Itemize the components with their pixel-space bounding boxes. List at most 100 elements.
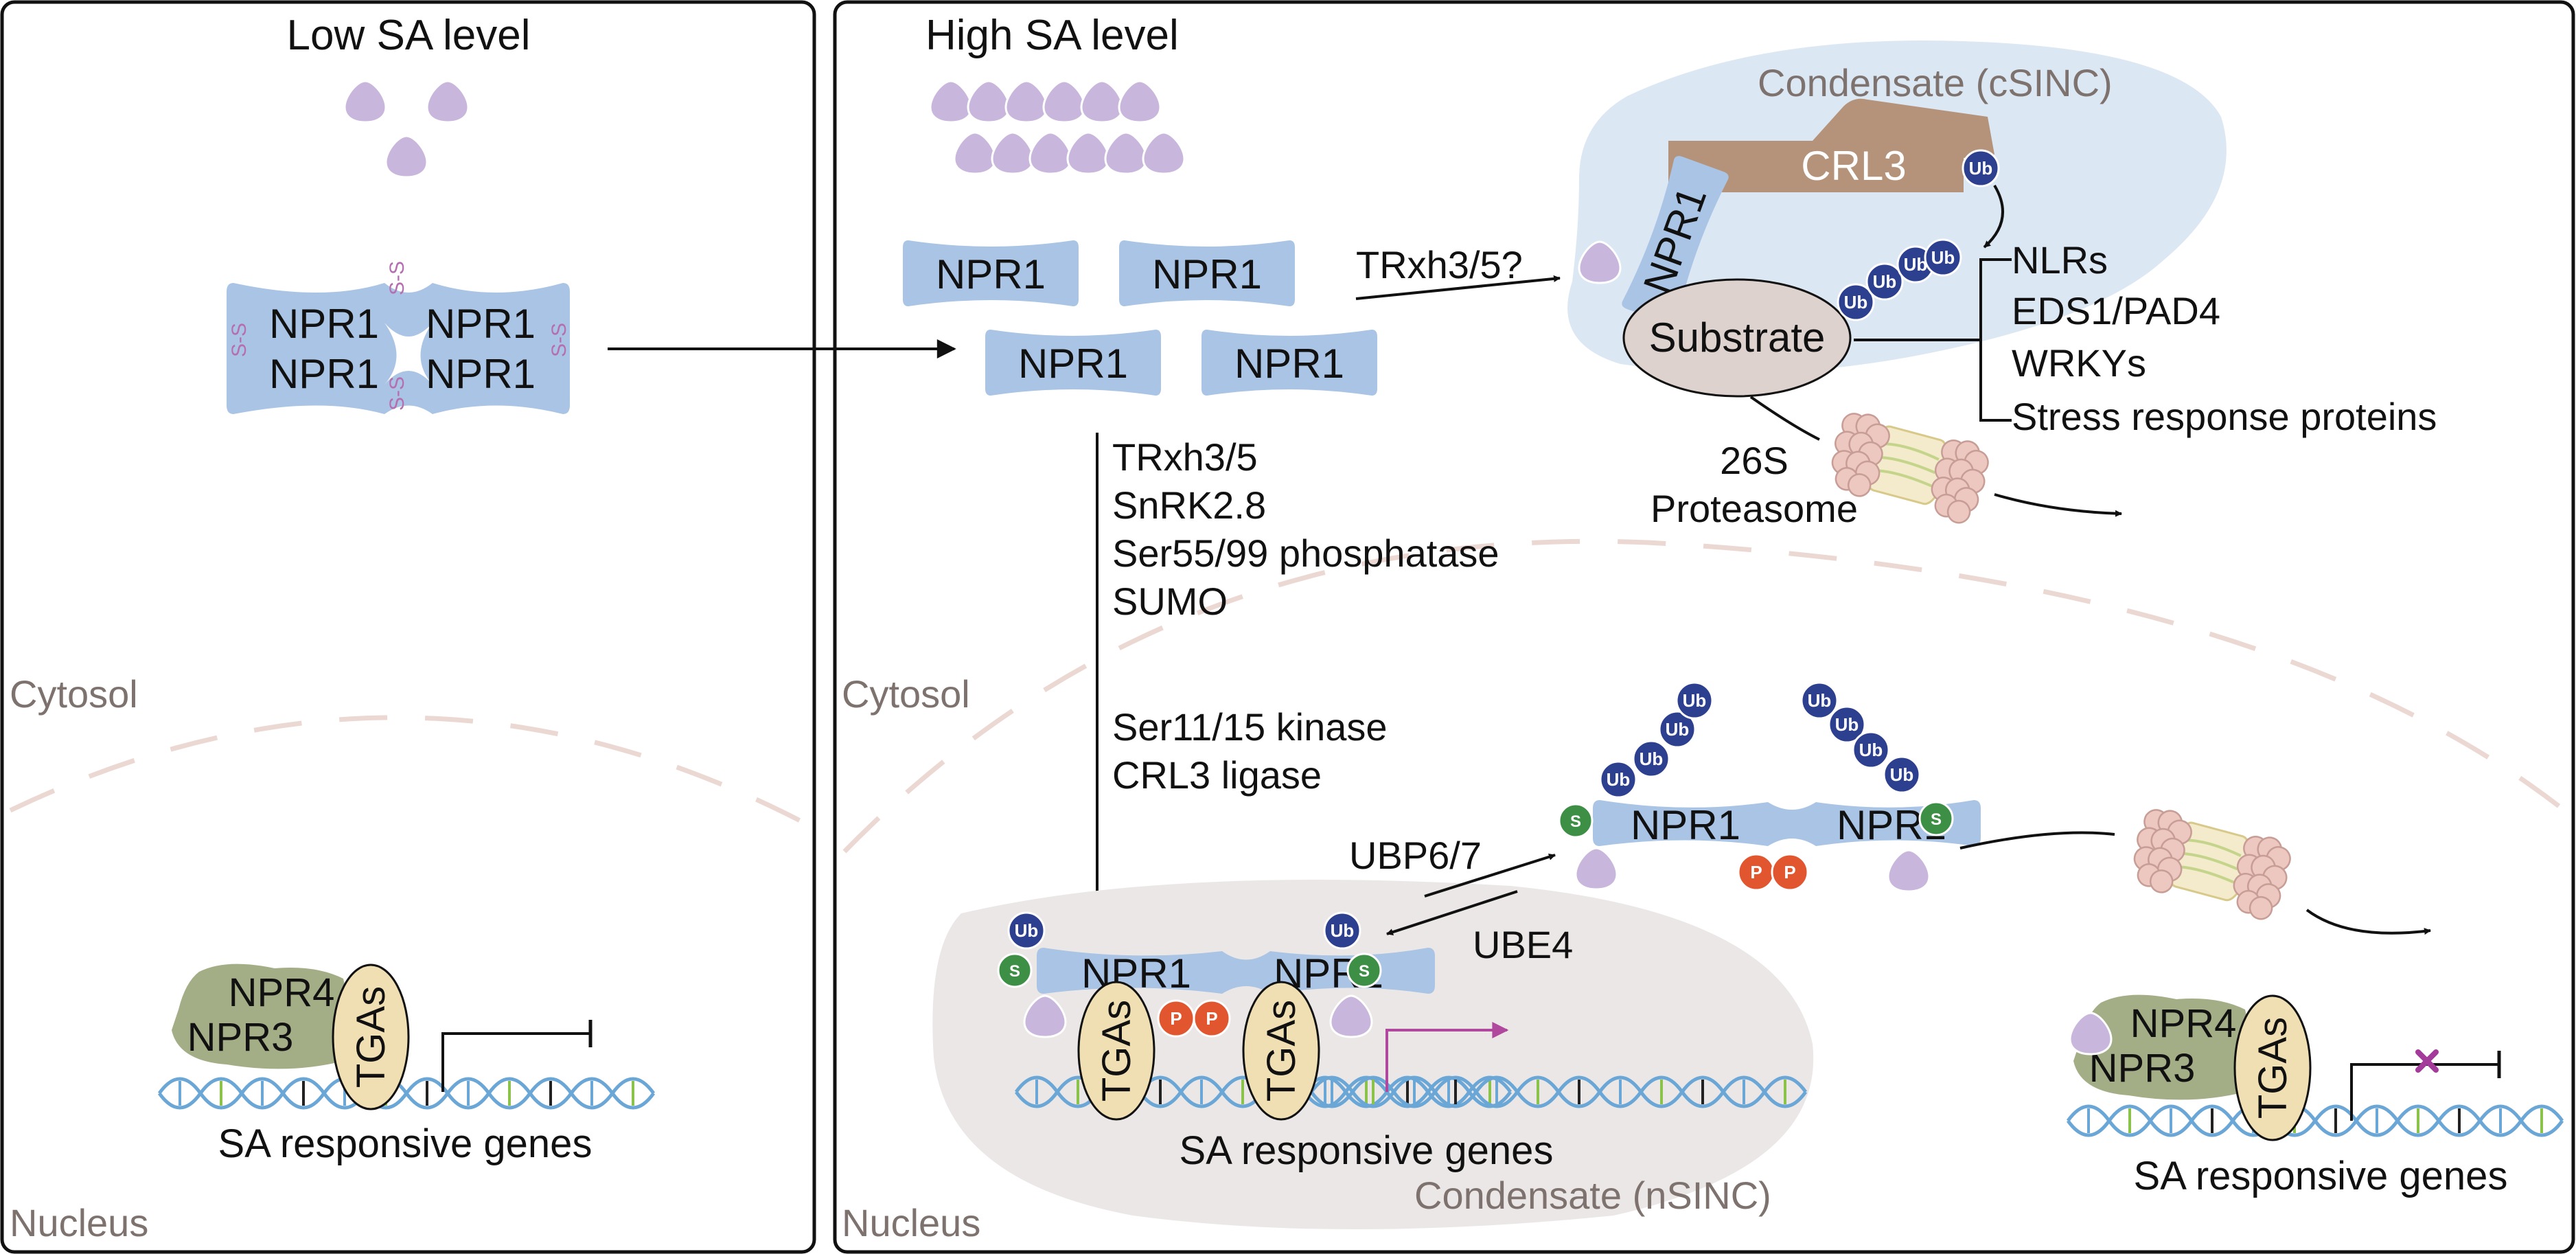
right-gene-repression: NPR4 NPR3 TGAs SA responsive genes bbox=[2068, 994, 2562, 1198]
regulator-item: SUMO bbox=[1112, 580, 1228, 623]
ub-text: Ub bbox=[1835, 714, 1859, 735]
disulfide-bond: S-S bbox=[548, 323, 571, 357]
sa-molecules-high bbox=[929, 80, 1186, 175]
ub-text: Ub bbox=[1808, 690, 1832, 711]
phospho-text: P bbox=[1170, 1008, 1182, 1029]
npr1-label: NPR1 bbox=[426, 351, 536, 397]
ubp-label: UBP6/7 bbox=[1349, 834, 1482, 877]
left-panel-title: Low SA level bbox=[287, 12, 531, 59]
repression-arrow bbox=[441, 1032, 590, 1092]
nuclear-proteasome-output-arrow bbox=[2305, 909, 2431, 935]
ub-text: Ub bbox=[1331, 920, 1355, 941]
ub-transfer-arrow bbox=[1983, 184, 2004, 249]
substrate-label: Substrate bbox=[1649, 315, 1826, 361]
cytosol-label-left: Cytosol bbox=[10, 672, 138, 716]
npr1-label: NPR1 bbox=[1234, 341, 1344, 387]
activation-arrow bbox=[1385, 1022, 1509, 1092]
crl3-label: CRL3 bbox=[1801, 143, 1906, 189]
phospho-text: P bbox=[1784, 862, 1795, 882]
substrate-item: WRKYs bbox=[2012, 341, 2146, 385]
phospho-text: P bbox=[1206, 1008, 1217, 1029]
npr3-label: NPR3 bbox=[2089, 1046, 2196, 1091]
ub-text: Ub bbox=[1015, 920, 1039, 941]
regulator-item: TRxh3/5 bbox=[1112, 435, 1258, 479]
ub-text: Ub bbox=[1931, 247, 1955, 268]
regulator-item: CRL3 ligase bbox=[1112, 753, 1322, 797]
disulfide-bond: S-S bbox=[386, 376, 409, 411]
proteasome-label: Proteasome bbox=[1651, 487, 1858, 530]
disulfide-bond: S-S bbox=[386, 261, 409, 295]
tgas-label: TGAs bbox=[1094, 1000, 1139, 1102]
to-csinc-arrow bbox=[1355, 275, 1561, 300]
nuclear-degradation-path bbox=[1959, 831, 2115, 850]
nuclear-npr1-dimer: NPR1 NPR1 TGAs TGAs Ub Ub S S P P SA res… bbox=[997, 911, 1806, 1173]
npr1-monomers: NPR1 NPR1 NPR1 NPR1 bbox=[903, 240, 1377, 396]
npr4-label: NPR4 bbox=[229, 970, 335, 1015]
substrate-item: NLRs bbox=[2012, 238, 2108, 282]
npr1-label: NPR1 bbox=[936, 251, 1046, 297]
sa-molecules-low bbox=[343, 80, 470, 179]
trxh-question-label: TRxh3/5? bbox=[1356, 243, 1523, 286]
regulator-item: Ser55/99 phosphatase bbox=[1112, 532, 1499, 575]
csinc-label: Condensate (cSINC) bbox=[1758, 61, 2113, 104]
cytosol-label-right: Cytosol bbox=[842, 672, 970, 716]
right-panel-title: High SA level bbox=[925, 12, 1179, 59]
ub-text: Ub bbox=[1666, 719, 1690, 740]
disulfide-bond: S-S bbox=[228, 323, 251, 357]
ub-text: Ub bbox=[1640, 749, 1664, 769]
tgas-label: TGAs bbox=[2251, 1017, 2295, 1119]
regulators-list: TRxh3/5 SnRK2.8 Ser55/99 phosphatase SUM… bbox=[1112, 435, 1499, 797]
sumo-text: S bbox=[1359, 962, 1370, 981]
ube4-arrow bbox=[1386, 890, 1518, 935]
block-cross bbox=[2415, 1049, 2439, 1073]
derepressed-arrow bbox=[2350, 1063, 2499, 1121]
ub-text: Ub bbox=[1683, 690, 1707, 711]
nsinc-label: Condensate (nSINC) bbox=[1414, 1174, 1771, 1217]
polyub-npr1-dimer: NPR1 NPR1 S S P P Ub Ub Ub Ub Ub Ub Ub U… bbox=[1558, 681, 1981, 893]
sumo-text: S bbox=[1931, 810, 1942, 829]
ub-badge bbox=[1962, 149, 2000, 187]
ub-text: Ub bbox=[1859, 740, 1883, 760]
ub-text: Ub bbox=[1873, 271, 1897, 292]
nucleus-label-left: Nucleus bbox=[10, 1201, 148, 1244]
npr1-oligomer: NPR1 NPR1 NPR1 NPR1 S-S S-S S-S S-S bbox=[227, 261, 571, 414]
ube4-label: UBE4 bbox=[1473, 923, 1573, 966]
tgas-label: TGAs bbox=[1259, 1000, 1304, 1102]
nucleus-label-right: Nucleus bbox=[842, 1201, 980, 1244]
tgas-label: TGAs bbox=[349, 986, 393, 1088]
ub-text: Ub bbox=[1844, 292, 1868, 312]
nuclear-envelope-left bbox=[9, 715, 808, 827]
ub-text: Ub bbox=[1904, 254, 1928, 275]
npr1-label: NPR1 bbox=[269, 301, 379, 347]
ub-text: Ub bbox=[1890, 764, 1914, 785]
npr3-label: NPR3 bbox=[187, 1015, 294, 1060]
sumo-text: S bbox=[1009, 962, 1020, 981]
regulator-item: Ser11/15 kinase bbox=[1112, 705, 1388, 749]
npr1-label: NPR1 bbox=[1631, 802, 1740, 848]
proteasome-icon bbox=[2124, 802, 2297, 925]
degradation-path bbox=[1749, 396, 1820, 441]
ub-chain: Ub Ub Ub Ub bbox=[1837, 238, 1962, 321]
npr1-label: NPR1 bbox=[1152, 251, 1262, 297]
proteasome-output-arrow bbox=[1994, 493, 2122, 517]
sa-genes-label-left: SA responsive genes bbox=[218, 1121, 593, 1166]
left-gene-repression: NPR4 NPR3 TGAs SA responsive genes bbox=[159, 964, 654, 1166]
sumo-text: S bbox=[1570, 812, 1581, 831]
npr4-label: NPR4 bbox=[2130, 1001, 2237, 1046]
substrate-item: EDS1/PAD4 bbox=[2012, 289, 2220, 332]
npr1-label: NPR1 bbox=[269, 351, 379, 397]
regulator-item: SnRK2.8 bbox=[1112, 483, 1266, 527]
nuclear-envelope-right bbox=[842, 538, 2566, 854]
substrate-item: Stress response proteins bbox=[2012, 395, 2437, 438]
sa-genes-label-right: SA responsive genes bbox=[2134, 1154, 2508, 1198]
right-panel-frame bbox=[833, 0, 2575, 1254]
sa-genes-label-center: SA responsive genes bbox=[1180, 1128, 1554, 1173]
ub-text: Ub bbox=[1607, 769, 1631, 790]
proteasome-label: 26S bbox=[1720, 439, 1789, 482]
npr1-label: NPR1 bbox=[426, 301, 536, 347]
substrate-list: NLRs EDS1/PAD4 WRKYs Stress response pro… bbox=[1854, 238, 2437, 438]
npr1-label: NPR1 bbox=[1018, 341, 1128, 387]
ub-text: Ub bbox=[1969, 158, 1993, 179]
phospho-text: P bbox=[1750, 862, 1762, 882]
